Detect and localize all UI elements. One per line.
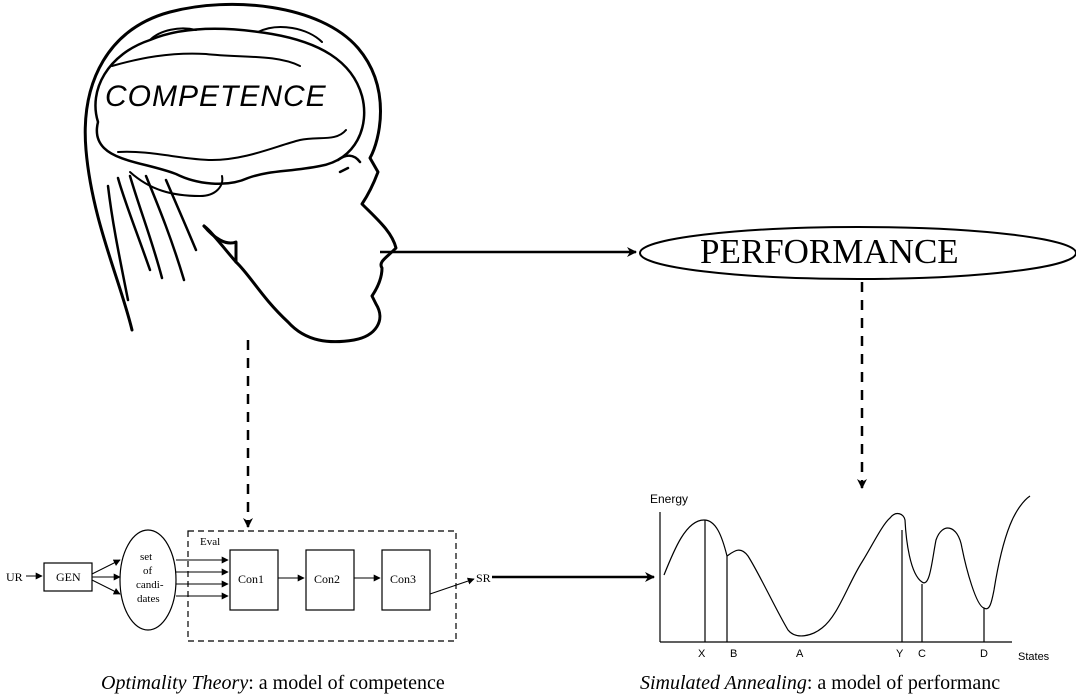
candidates-ellipse (119, 529, 177, 631)
caption-annealing-title: Simulated Annealing (640, 672, 807, 694)
state-label-y: Y (896, 648, 904, 660)
optimality-diagram (26, 529, 475, 642)
candidates-label-line-1: set (140, 551, 153, 563)
eval-label: Eval (200, 536, 221, 548)
con2-box (305, 549, 355, 611)
sr-label: SR (476, 571, 491, 585)
performance-label: PERFORMANCE (700, 232, 959, 271)
states-axis-label: States (1018, 651, 1050, 663)
neck-lines (106, 174, 198, 302)
candidates-label-line-3: candi- (136, 579, 164, 591)
con3-label: Con3 (390, 572, 417, 586)
annealing-chart (659, 495, 1031, 643)
jaw-line (202, 224, 238, 264)
energy-curve (663, 495, 1031, 637)
gen-label: GEN (56, 570, 81, 584)
ur-label: UR (6, 570, 23, 584)
con1-box (229, 549, 279, 611)
caption-annealing-rest: : a model of performanc (806, 672, 1001, 694)
performance-ellipse (639, 226, 1076, 280)
con2-label: Con2 (314, 572, 341, 586)
brain-outline (94, 27, 366, 185)
con1-label: Con1 (238, 572, 265, 586)
con3-to-sr-arrow (429, 577, 475, 595)
brain-folds (111, 26, 347, 161)
caption-optimality: Optimality Theory: a model of competence (101, 672, 445, 695)
state-label-a: A (796, 648, 804, 660)
con3-box (381, 549, 431, 611)
state-label-b: B (730, 648, 738, 660)
caption-optimality-rest: : a model of competence (248, 672, 445, 694)
caption-optimality-title: Optimality Theory (101, 672, 249, 694)
energy-axis-label: Energy (650, 492, 689, 506)
gen-arrow-1 (91, 559, 121, 575)
head-outline (83, 2, 398, 344)
state-label-x: X (698, 648, 706, 660)
gen-arrow-3 (91, 579, 121, 595)
eval-box (187, 530, 457, 642)
cerebellum (129, 171, 224, 197)
head-illustration (83, 2, 398, 344)
candidates-label-line-2: of (143, 565, 153, 577)
candidates-label-line-4: dates (137, 593, 160, 605)
state-label-d: D (980, 648, 988, 660)
state-label-c: C (918, 648, 926, 660)
competence-label: COMPETENCE (105, 80, 327, 113)
caption-annealing: Simulated Annealing: a model of performa… (640, 672, 1000, 695)
